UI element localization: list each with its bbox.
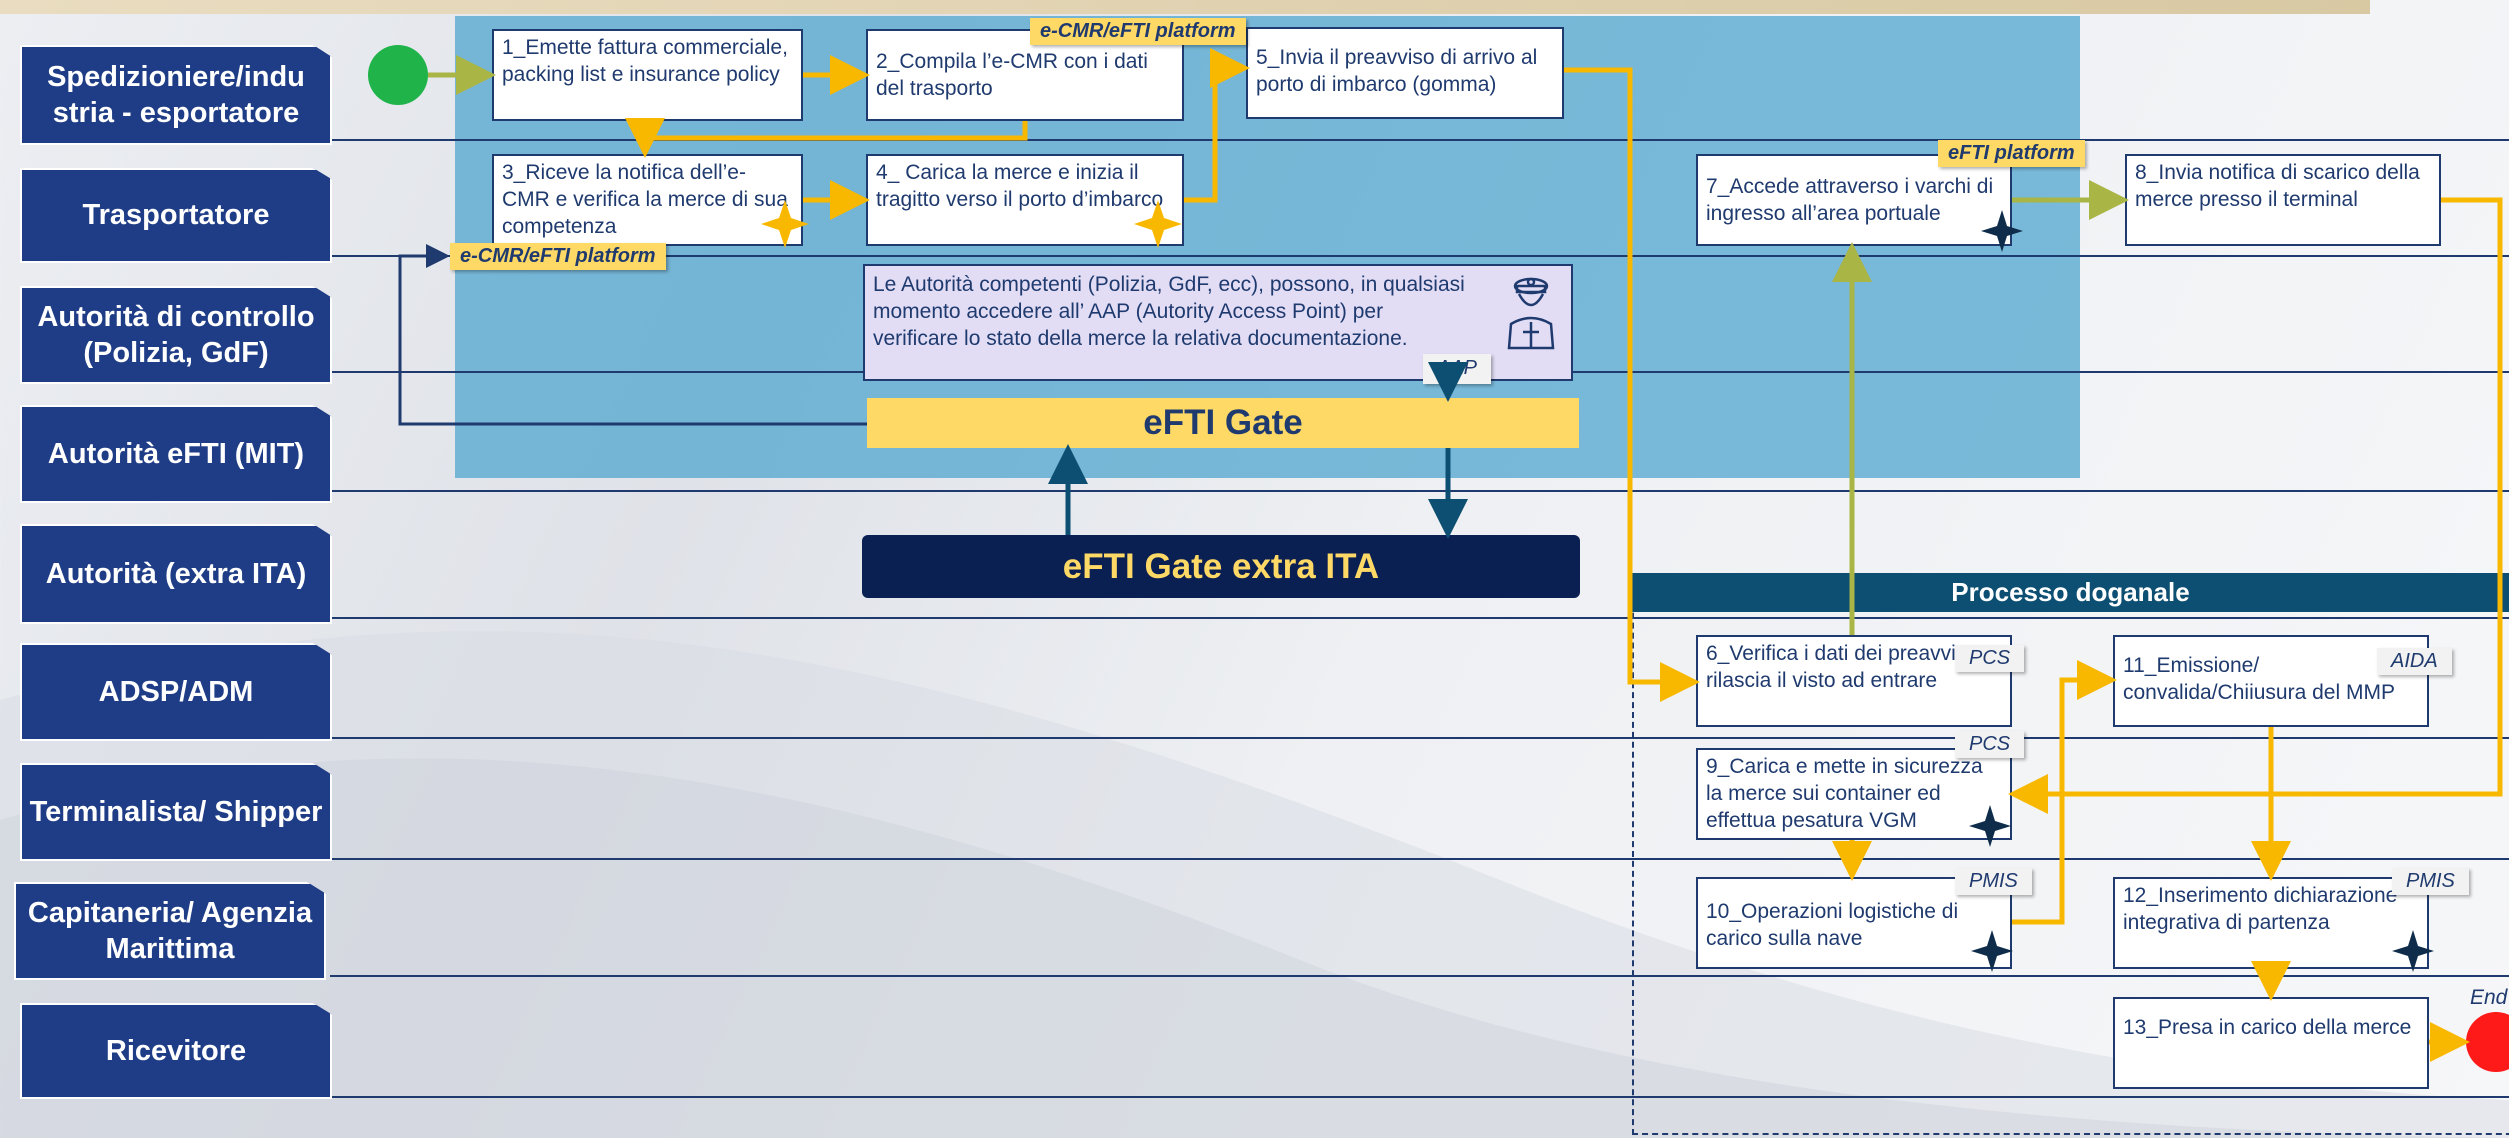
lane-divider [330, 737, 2509, 739]
connector-10-to-11 [2012, 660, 2117, 925]
star-marker-navy [1969, 805, 2011, 847]
pmis-tag: PMIS [2392, 868, 2469, 895]
star-marker-navy [1981, 210, 2023, 252]
ecmr-platform-tag-top: e-CMR/eFTI platform [1030, 18, 1246, 45]
step-4: 4_ Carica la merce e inizia il tragitto … [866, 154, 1184, 246]
efti-gate-extra-ita: eFTI Gate extra ITA [862, 535, 1580, 598]
step-5: 5_Invia il preavviso di arrivo al porto … [1246, 27, 1564, 119]
pcs-tag: PCS [1955, 645, 2025, 672]
lane-divider [330, 975, 2509, 977]
star-marker-navy [2392, 930, 2434, 972]
star-marker-navy [1971, 930, 2013, 972]
lane-divider [330, 490, 2509, 492]
efti-gate: eFTI Gate [867, 398, 1579, 448]
police-officer-icon [1507, 277, 1555, 350]
lane-label-terminalista: Terminalista/ Shipper [20, 763, 332, 861]
ecmr-platform-tag-side: e-CMR/eFTI platform [450, 243, 666, 270]
customs-process-title: Processo doganale [1632, 573, 2509, 612]
end-event [2466, 1012, 2509, 1072]
lane-label-esportatore: Spedizioniere/indu stria - esportatore [20, 45, 332, 145]
lane-label-adsp-adm: ADSP/ADM [20, 643, 332, 741]
pmis-tag: PMIS [1955, 868, 2032, 895]
lane-label-trasportatore: Trasportatore [20, 168, 332, 263]
connector-8-to-9 [2008, 197, 2503, 814]
lane-label-ricevitore: Ricevitore [20, 1003, 332, 1099]
lane-label-autorita-extra: Autorità (extra ITA) [20, 524, 332, 624]
lane-divider [330, 1096, 2509, 1098]
connector-4-to-5 [1184, 48, 1250, 203]
end-label: End [2470, 986, 2508, 1009]
lane-divider [330, 139, 2509, 141]
authority-note-text: Le Autorità competenti (Polizia, GdF, ec… [873, 273, 1465, 350]
efti-platform-tag: eFTI platform [1938, 140, 2085, 167]
connector-5-to-6 [1564, 67, 1700, 702]
step-7: 7_Accede attraverso i varchi di ingresso… [1696, 154, 2012, 246]
lane-label-autorita-controllo: Autorità di controllo (Polizia, GdF) [20, 286, 332, 384]
aida-tag: AIDA [2377, 648, 2452, 675]
lane-divider [330, 255, 2509, 257]
step-3: 3_Riceve la notifica dell’e-CMR e verifi… [492, 154, 803, 246]
lane-divider [330, 858, 2509, 860]
lane-label-autorita-efti: Autorità eFTI (MIT) [20, 405, 332, 503]
connector-gate-to-carrier [398, 244, 867, 426]
step-9: 9_Carica e mette in sicurezza la merce s… [1696, 748, 2012, 840]
lane-divider [330, 617, 2509, 619]
top-accent-bar [0, 0, 2370, 14]
star-marker-yellow [761, 200, 809, 248]
star-marker-yellow [1134, 200, 1182, 248]
lane-label-capitaneria: Capitaneria/ Agenzia Marittima [14, 882, 326, 980]
start-event [368, 45, 428, 105]
connector-2-to-3 [625, 118, 1028, 158]
step-1: 1_Emette fattura commerciale, packing li… [492, 29, 803, 121]
pcs-tag: PCS [1955, 731, 2025, 758]
step-11: 11_Emissione/ convalida/Chiiusura del MM… [2113, 635, 2429, 727]
